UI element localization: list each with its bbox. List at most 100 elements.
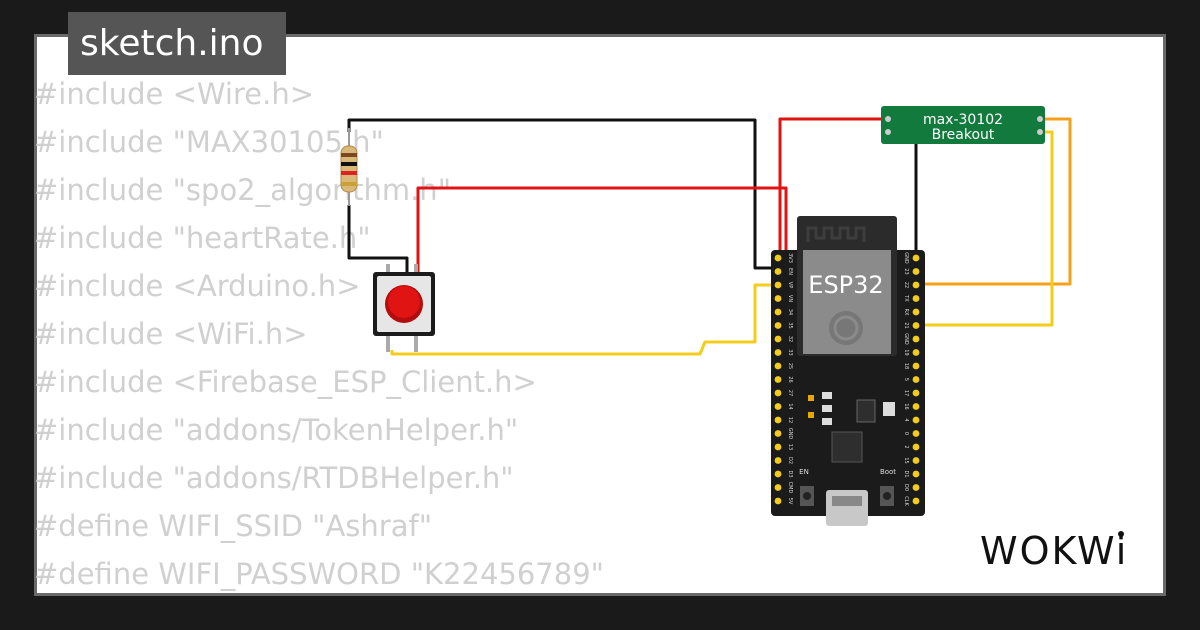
pin-label: 15 — [903, 457, 909, 463]
code-line: #include <Wire.h> — [34, 77, 315, 111]
pin-left[interactable] — [774, 389, 782, 397]
logo-text: WOKWi — [980, 529, 1128, 573]
pin-right[interactable] — [912, 349, 920, 356]
pin-label: D1 — [903, 470, 909, 477]
pin-label: 0 — [903, 432, 909, 435]
pin-left[interactable] — [774, 349, 782, 356]
pin-left[interactable] — [774, 268, 782, 275]
pin-label: 13 — [787, 444, 793, 450]
esp32-label: ESP32 — [808, 271, 883, 299]
pin-label: VP — [787, 282, 793, 288]
pin-left[interactable] — [774, 443, 782, 451]
pin-label: 14 — [787, 403, 793, 409]
code-line: #define WIFI_SSID "Ashraf" — [34, 509, 433, 543]
pin-label: 35 — [787, 322, 793, 328]
pin-label: 21 — [903, 322, 909, 328]
pin-right[interactable] — [912, 389, 920, 397]
pin-label: TX — [903, 294, 909, 302]
pin-right[interactable] — [912, 308, 920, 316]
sketch-filename-tab[interactable]: sketch.ino — [68, 12, 286, 75]
pin-right[interactable] — [912, 470, 920, 478]
max30102-breakout[interactable]: max-30102 Breakout — [881, 106, 1045, 144]
pin-label: 19 — [903, 349, 909, 355]
pin-left[interactable] — [774, 335, 782, 343]
pin-label: 32 — [787, 336, 793, 342]
pin-left[interactable] — [774, 362, 782, 370]
code-preview: #include <Wire.h>#include "MAX30105.h"#i… — [34, 70, 604, 598]
pin-label: CMD — [787, 482, 793, 494]
resistor[interactable] — [340, 128, 358, 206]
pin-label: 2 — [903, 445, 909, 448]
pin-label: 27 — [787, 390, 793, 396]
pushbutton[interactable] — [373, 264, 435, 352]
pin-right[interactable] — [912, 322, 920, 329]
pin-left[interactable] — [774, 295, 782, 302]
pin-right[interactable] — [912, 497, 920, 505]
pin-label: 17 — [903, 390, 909, 396]
pin-left[interactable] — [774, 430, 782, 437]
pin-label: 5V — [787, 498, 793, 505]
wire-black-resistor — [347, 118, 778, 270]
boot-label: Boot — [880, 468, 896, 476]
pin-label: D3 — [787, 470, 793, 477]
wire-yellow-button — [390, 283, 778, 356]
pin-left[interactable] — [774, 416, 782, 424]
pin-label: 23 — [903, 268, 909, 274]
sensor-label-1: max-30102 — [923, 112, 1003, 128]
pin-label: 22 — [903, 282, 909, 288]
sensor-label-2: Breakout — [932, 127, 995, 143]
pin-right[interactable] — [912, 403, 920, 410]
wire-red-sensor — [778, 117, 888, 254]
pin-label: 12 — [787, 417, 793, 423]
pin-left[interactable] — [774, 376, 782, 383]
pin-left[interactable] — [774, 308, 782, 316]
code-line: #include "addons/RTDBHelper.h" — [34, 461, 514, 495]
esp32-board[interactable]: ESP32 EN Boot 3V3ENVPVN34353233252627141… — [771, 216, 925, 526]
wire-black-resistor-button — [347, 205, 409, 272]
pin-left[interactable] — [774, 497, 782, 505]
code-line: #include "addons/TokenHelper.h" — [34, 413, 519, 447]
pin-label: GND — [903, 252, 909, 264]
code-line: #include "heartRate.h" — [34, 221, 371, 255]
pin-right[interactable] — [912, 295, 920, 302]
code-line: #include <WiFi.h> — [34, 317, 308, 351]
pin-label: D0 — [903, 484, 909, 491]
pin-label: 26 — [787, 376, 793, 382]
pin-label: RX — [903, 309, 909, 316]
pin-right[interactable] — [912, 443, 920, 451]
wire-yellow-sensor — [916, 130, 1054, 327]
pin-left[interactable] — [774, 403, 782, 410]
pin-label: 3V3 — [787, 253, 793, 263]
pin-right[interactable] — [912, 484, 920, 491]
wire-orange-sensor — [916, 117, 1072, 286]
pin-left[interactable] — [774, 281, 782, 289]
pin-right[interactable] — [912, 254, 920, 262]
pin-left[interactable] — [774, 484, 782, 491]
pin-right[interactable] — [912, 376, 920, 383]
pin-right[interactable] — [912, 335, 920, 343]
pin-right[interactable] — [912, 416, 920, 424]
pin-left[interactable] — [774, 457, 782, 464]
pin-label: CLK — [903, 496, 909, 506]
pin-label: EN — [787, 268, 793, 275]
pin-left[interactable] — [774, 254, 782, 262]
pin-right[interactable] — [912, 457, 920, 464]
code-line: #define WIFI_PASSWORD "K22456789" — [34, 557, 605, 591]
pin-label: 33 — [787, 349, 793, 355]
pin-label: VN — [787, 295, 793, 302]
pin-label: GND — [903, 333, 909, 345]
esp32-pins: 3V3ENVPVN343532332526271412GND13D2D3CMD5… — [774, 252, 920, 506]
code-line: #include <Arduino.h> — [34, 269, 361, 303]
wire-red-button — [416, 186, 788, 272]
pin-left[interactable] — [774, 470, 782, 478]
pin-left[interactable] — [774, 322, 782, 329]
pin-label: 5 — [903, 378, 909, 381]
code-line: #include <Firebase_ESP_Client.h> — [34, 365, 537, 399]
pin-right[interactable] — [912, 362, 920, 370]
pin-right[interactable] — [912, 430, 920, 437]
pin-right[interactable] — [912, 281, 920, 289]
pin-label: 16 — [903, 403, 909, 409]
pin-label: 25 — [787, 363, 793, 369]
pin-right[interactable] — [912, 268, 920, 275]
